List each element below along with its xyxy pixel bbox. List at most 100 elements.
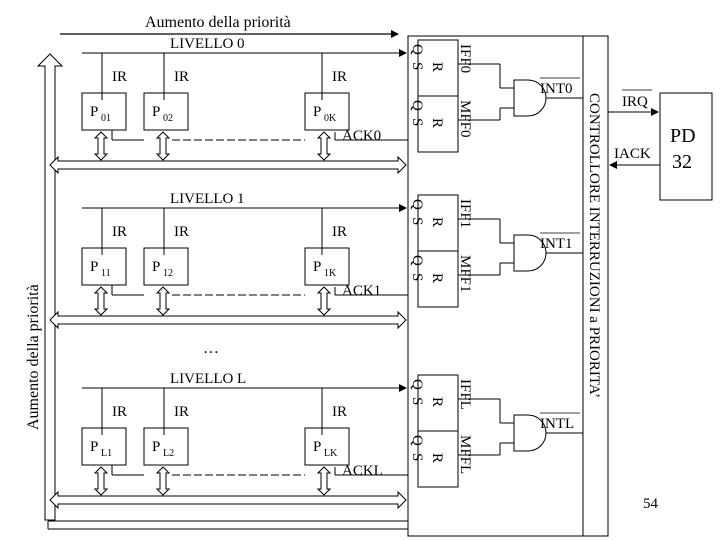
processor-box xyxy=(81,247,127,286)
ack-label: ACK1 xyxy=(342,283,381,299)
ff-pin-s: S xyxy=(409,453,425,461)
pd32-label-line1: PD xyxy=(670,125,696,147)
processor-box xyxy=(143,92,189,131)
processor-subscript: 0K xyxy=(324,113,337,124)
processor-label: P xyxy=(90,439,98,455)
ff-pin-s: S xyxy=(409,273,425,281)
bottom-bus xyxy=(47,520,408,530)
ir-label: IR xyxy=(112,69,127,85)
flip-flop-box xyxy=(417,95,459,153)
ff-pin-r: R xyxy=(429,273,445,283)
processor-box xyxy=(81,92,127,131)
ff-pin-r: R xyxy=(429,62,445,72)
iack-label: IACK xyxy=(614,146,651,162)
level-label: LIVELLO 1 xyxy=(170,191,245,207)
ir-label: IR xyxy=(174,404,189,420)
and-gate xyxy=(513,234,547,272)
processor-subscript: 01 xyxy=(101,113,111,124)
ff-pin-r: R xyxy=(429,397,445,407)
level-data-bus-arrow xyxy=(49,155,407,175)
top-priority-title: Aumento della priorità xyxy=(145,14,291,31)
processor-subscript: L2 xyxy=(163,448,174,459)
ff-pin-q: Q xyxy=(409,379,425,390)
ir-label: IR xyxy=(332,404,347,420)
processor-label: P xyxy=(152,439,160,455)
processor-subscript: LK xyxy=(324,448,338,459)
processor-label: P xyxy=(313,439,321,455)
processor-subscript: 12 xyxy=(163,268,173,279)
processor-subscript: 11 xyxy=(101,268,111,279)
processor-label: P xyxy=(90,104,98,120)
processor-box xyxy=(304,247,350,286)
controller-label-box xyxy=(582,35,609,537)
pd32-label-line2: 32 xyxy=(672,151,692,173)
and-gate xyxy=(513,414,547,452)
level-label: LIVELLO L xyxy=(170,371,246,387)
ir-label: IR xyxy=(332,69,347,85)
processor-bus-arrow xyxy=(316,131,332,161)
processor-bus-arrow xyxy=(316,286,332,316)
ff-pin-q: Q xyxy=(409,100,425,111)
ff-pin-s: S xyxy=(409,118,425,126)
ff-pin-r: R xyxy=(429,217,445,227)
ff-pin-q: Q xyxy=(409,44,425,55)
ff-pin-q: Q xyxy=(409,199,425,210)
processor-bus-arrow xyxy=(155,286,171,316)
processor-box xyxy=(304,92,350,131)
flip-flop-box xyxy=(417,250,459,308)
processor-bus-arrow xyxy=(93,131,109,161)
irq-label: IRQ xyxy=(622,94,648,110)
levels-ellipsis: … xyxy=(203,340,219,357)
processor-bus-arrow xyxy=(93,466,109,496)
processor-bus-arrow xyxy=(93,286,109,316)
ir-label: IR xyxy=(174,69,189,85)
int-label: INT0 xyxy=(540,81,573,97)
left-priority-arrow xyxy=(36,53,64,521)
ff-pin-q: Q xyxy=(409,435,425,446)
left-priority-title: Aumento della priorità xyxy=(25,284,42,430)
ff-pin-r: R xyxy=(429,453,445,463)
page-number: 54 xyxy=(643,496,659,512)
processor-label: P xyxy=(152,259,160,275)
ff-pin-r: R xyxy=(429,118,445,128)
ff-name-label: MFF1 xyxy=(457,255,473,293)
processor-box xyxy=(143,247,189,286)
int-label: INTL xyxy=(540,416,574,432)
ff-pin-s: S xyxy=(409,62,425,70)
ff-name-label: IFFL xyxy=(457,379,473,410)
ir-label: IR xyxy=(112,404,127,420)
controller-label: CONTROLLORE INTERRUZIONI a PRIORITA’ xyxy=(586,93,602,398)
ir-label: IR xyxy=(174,224,189,240)
ff-name-label: IFF1 xyxy=(457,199,473,228)
processor-box xyxy=(81,427,127,466)
processor-label: P xyxy=(90,259,98,275)
ir-label: IR xyxy=(112,224,127,240)
processor-subscript: 02 xyxy=(163,113,173,124)
ack-label: ACK0 xyxy=(342,128,381,144)
level-data-bus-arrow xyxy=(49,310,407,330)
and-gate xyxy=(513,79,547,117)
ff-pin-q: Q xyxy=(409,255,425,266)
processor-label: P xyxy=(313,259,321,275)
ff-pin-s: S xyxy=(409,397,425,405)
processor-bus-arrow xyxy=(155,131,171,161)
processor-box xyxy=(304,427,350,466)
ff-pin-s: S xyxy=(409,217,425,225)
processor-subscript: 1K xyxy=(324,268,337,279)
processor-label: P xyxy=(152,104,160,120)
pd32-box xyxy=(659,92,713,201)
ff-name-label: IFF0 xyxy=(457,44,473,73)
level-data-bus-arrow xyxy=(49,490,407,510)
processor-bus-arrow xyxy=(155,466,171,496)
ff-name-label: MFF0 xyxy=(457,100,473,138)
int-label: INT1 xyxy=(540,236,573,252)
